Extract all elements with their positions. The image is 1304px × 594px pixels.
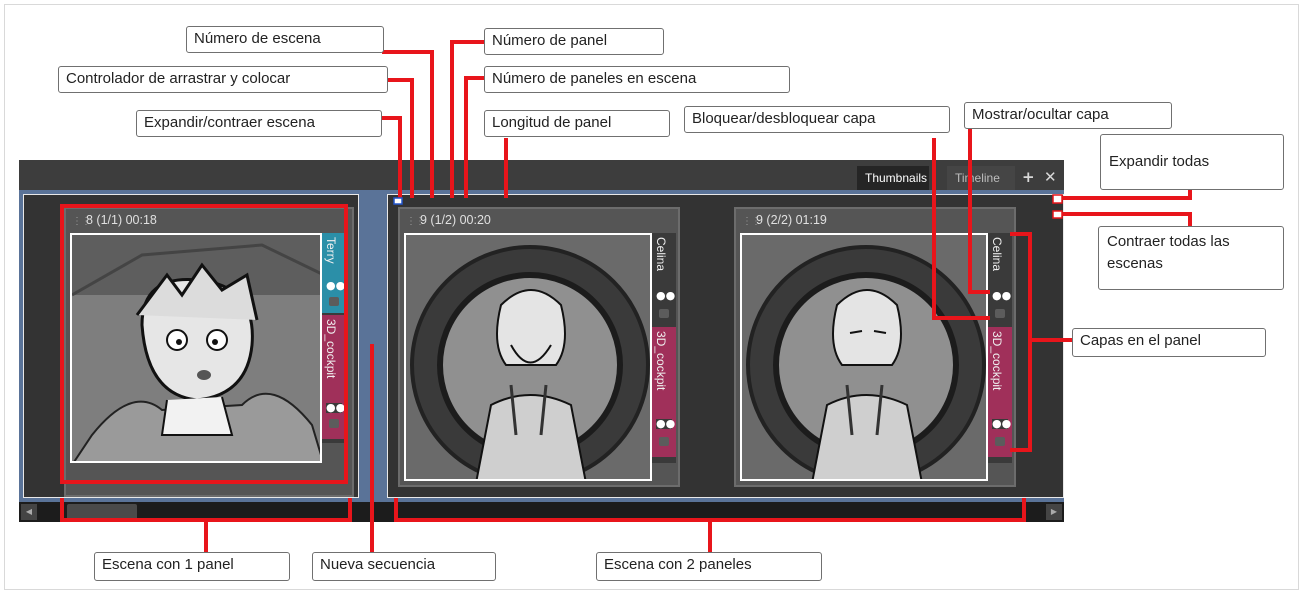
callout-show-hide-layer: Mostrar/ocultar capa — [964, 102, 1172, 129]
callout-new-sequence: Nueva secuencia — [312, 552, 496, 581]
callout-panel-number: Número de panel — [484, 28, 664, 55]
callout-panels-in-scene: Número de paneles en escena — [484, 66, 790, 93]
close-view-icon[interactable]: ✕ — [1044, 168, 1057, 186]
panel-header: ⋮⋮9 (2/2) 01:19 — [736, 209, 1014, 231]
expand-all-icon — [1052, 194, 1063, 204]
figure-frame — [4, 4, 1299, 590]
panel-header: ⋮⋮9 (1/2) 00:20 — [400, 209, 678, 231]
panel-9-2[interactable]: ⋮⋮9 (2/2) 01:19 Celina — [734, 207, 1016, 487]
layer-strip: Celina ●● 3D_cockpit ●● — [988, 233, 1012, 463]
lock-icon[interactable] — [995, 309, 1005, 318]
eye-icon[interactable]: ●● — [656, 289, 676, 302]
thumbnails-workspace: ⋮⋮8 (1/1) 00:18 — [19, 190, 1064, 502]
tab-thumbnails[interactable]: Thumbnails — [857, 166, 929, 190]
layer-name: 3D_cockpit — [324, 319, 338, 379]
layer-3d-cockpit[interactable]: 3D_cockpit ●● — [322, 315, 346, 439]
layer-strip: Terry ●● 3D_cockpit ●● — [322, 233, 346, 443]
layer-terry[interactable]: Terry ●● — [322, 233, 346, 313]
panel-thumbnail — [404, 233, 652, 481]
storyboard-drawing-terry — [72, 235, 320, 461]
layer-3d-cockpit[interactable]: 3D_cockpit ●● — [988, 327, 1012, 457]
scene-9[interactable]: ⋮⋮9 (1/2) 00:20 Celina — [387, 194, 1064, 498]
panel-header-text: 8 (1/1) 00:18 — [86, 213, 157, 227]
add-view-icon[interactable]: + — [1022, 168, 1035, 186]
lock-icon[interactable] — [329, 419, 339, 428]
scene-8[interactable]: ⋮⋮8 (1/1) 00:18 — [23, 194, 359, 498]
callout-panel-length: Longitud de panel — [484, 110, 670, 137]
layer-name: Celina — [654, 237, 668, 272]
callout-drag-drop: Controlador de arrastrar y colocar — [58, 66, 388, 93]
storyboard-drawing-celina — [406, 235, 650, 479]
lock-icon[interactable] — [995, 437, 1005, 446]
scroll-right-icon[interactable]: ▶ — [1046, 504, 1062, 520]
eye-icon[interactable]: ●● — [656, 417, 676, 430]
panel-8-1[interactable]: ⋮⋮8 (1/1) 00:18 — [64, 207, 354, 497]
eye-icon[interactable]: ●● — [992, 289, 1012, 302]
layer-celina[interactable]: Celina ●● — [988, 233, 1012, 325]
callout-scene-one-panel: Escena con 1 panel — [94, 552, 290, 581]
callout-expand-collapse: Expandir/contraer escena — [136, 110, 382, 137]
layer-name: 3D_cockpit — [654, 331, 668, 391]
scroll-left-icon[interactable]: ◀ — [21, 504, 37, 520]
callout-lock-layer: Bloquear/desbloquear capa — [684, 106, 950, 133]
layer-strip: Celina ●● 3D_cockpit ●● — [652, 233, 676, 463]
layer-name: 3D_cockpit — [990, 331, 1004, 391]
panel-header: ⋮⋮8 (1/1) 00:18 — [66, 209, 352, 231]
lock-icon[interactable] — [329, 297, 339, 306]
tab-timeline[interactable]: Timeline — [947, 166, 1015, 190]
callout-layers-in-panel: Capas en el panel — [1072, 328, 1266, 357]
layer-name: Terry — [324, 237, 338, 264]
callout-scene-number: Número de escena — [186, 26, 384, 53]
panel-9-1[interactable]: ⋮⋮9 (1/2) 00:20 Celina — [398, 207, 680, 487]
callout-scene-two-panels: Escena con 2 paneles — [596, 552, 822, 581]
expand-collapse-scene-icon — [393, 197, 403, 205]
layer-celina[interactable]: Celina ●● — [652, 233, 676, 325]
eye-icon[interactable]: ●● — [326, 401, 346, 414]
panel-thumbnail — [70, 233, 322, 463]
collapse-all-icon — [1052, 210, 1063, 219]
horizontal-scrollbar[interactable]: ◀ ▶ — [19, 502, 1064, 522]
callout-expand-all: Expandir todas — [1100, 134, 1284, 190]
layer-name: Celina — [990, 237, 1004, 272]
panel-thumbnail — [740, 233, 988, 481]
scrollbar-thumb[interactable] — [67, 504, 137, 520]
lock-icon[interactable] — [659, 437, 669, 446]
storyboard-drawing-celina-2 — [742, 235, 986, 479]
callout-collapse-all: Contraer todas las escenas — [1098, 226, 1284, 290]
eye-icon[interactable]: ●● — [326, 279, 346, 292]
tab-bar: Thumbnails Timeline + ✕ — [19, 160, 1064, 190]
panel-header-text: 9 (1/2) 00:20 — [420, 213, 491, 227]
layer-3d-cockpit[interactable]: 3D_cockpit ●● — [652, 327, 676, 457]
panel-header-text: 9 (2/2) 01:19 — [756, 213, 827, 227]
thumbnails-view: Thumbnails Timeline + ✕ ⋮⋮8 (1/1) 00:18 — [19, 160, 1064, 522]
eye-icon[interactable]: ●● — [992, 417, 1012, 430]
lock-icon[interactable] — [659, 309, 669, 318]
